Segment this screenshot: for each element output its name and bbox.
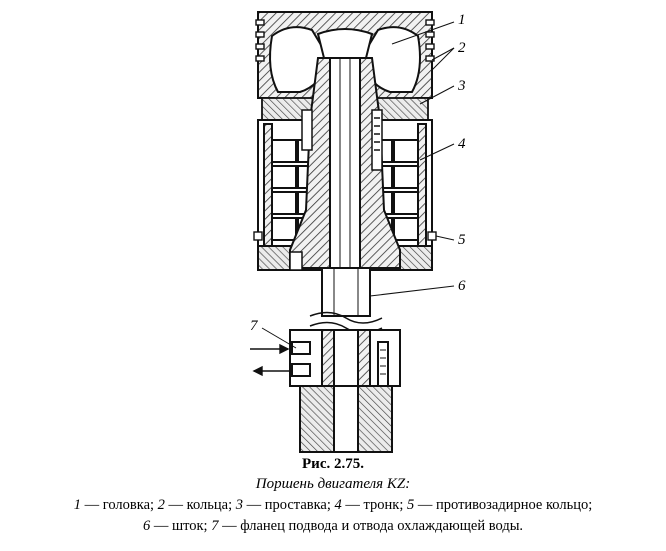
- cooling-water-flange: [289, 329, 401, 453]
- flow-arrows: [250, 343, 292, 377]
- figure-number: Рис. 2.75.: [302, 456, 364, 472]
- legend-num: 3: [235, 497, 243, 513]
- callout-5: 5: [458, 232, 466, 248]
- callout-6: 6: [458, 278, 466, 294]
- legend-line-2: 6 — шток; 7 — фланец подвода и отвода ох…: [0, 518, 666, 535]
- callout-3: 3: [457, 78, 466, 94]
- callout-4: 4: [458, 136, 466, 152]
- legend-text: — головка;: [81, 497, 158, 513]
- legend-num: 5: [407, 497, 415, 513]
- legend-text: — тронк;: [341, 497, 408, 513]
- callout-2: 2: [458, 40, 466, 56]
- legend-line-1: 1 — головка; 2 — кольца; 3 — проставка; …: [0, 497, 666, 514]
- legend-num: 1: [73, 497, 82, 513]
- legend-text: — проставка;: [243, 497, 335, 513]
- legend-text: — шток;: [150, 518, 212, 534]
- callout-7: 7: [250, 318, 259, 334]
- legend-num: 4: [334, 497, 342, 513]
- bolts: [289, 109, 383, 271]
- legend-text: — противозадирное кольцо;: [414, 497, 593, 513]
- legend-num: 2: [157, 497, 165, 513]
- legend-num: 6: [142, 518, 151, 534]
- leader-lines: [261, 21, 455, 349]
- legend-num: 7: [211, 518, 219, 534]
- figure-title: Поршень двигателя KZ:: [255, 476, 411, 492]
- legend-text: — фланец подвода и отвода охлаждающей во…: [218, 518, 524, 534]
- piston-rod: [309, 267, 383, 334]
- piston-section-drawing: 1 2 3 4 5 6 7: [250, 11, 466, 453]
- legend-text: — кольца;: [164, 497, 236, 513]
- callout-1: 1: [458, 12, 466, 28]
